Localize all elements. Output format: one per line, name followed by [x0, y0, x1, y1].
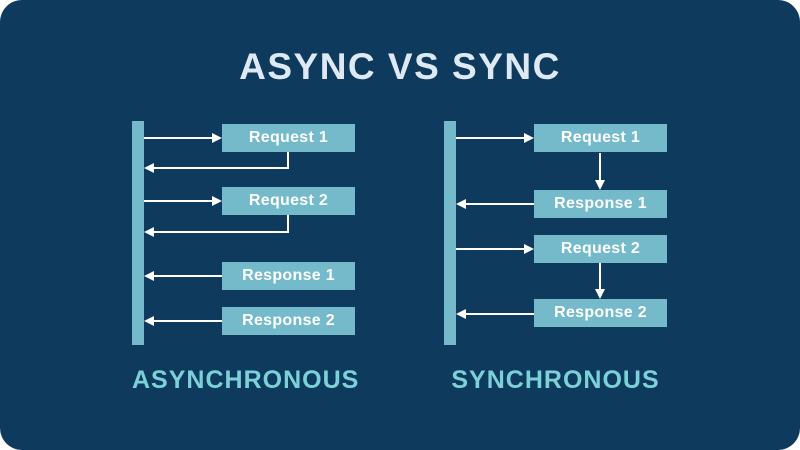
arrow-line: [599, 153, 601, 181]
arrow-line: [287, 215, 289, 232]
sync-box-request-1: Request 1: [534, 124, 667, 152]
arrow-left-icon: [144, 316, 154, 326]
arrow-line: [152, 231, 289, 233]
async-caption: ASYNCHRONOUS: [132, 366, 360, 394]
page-title: ASYNC VS SYNC: [239, 46, 561, 87]
arrow-line: [152, 167, 289, 169]
arrow-left-icon: [144, 163, 154, 173]
arrow-line: [152, 275, 222, 277]
async-box-response-1: Response 1: [222, 262, 355, 290]
arrow-right-icon: [524, 244, 534, 254]
arrow-line: [144, 137, 214, 139]
arrow-left-icon: [456, 309, 466, 319]
arrow-left-icon: [144, 271, 154, 281]
arrow-right-icon: [212, 196, 222, 206]
arrow-right-icon: [524, 133, 534, 143]
arrow-line: [456, 248, 526, 250]
sync-timeline-bar: [444, 121, 456, 345]
arrow-left-icon: [144, 227, 154, 237]
arrow-left-icon: [456, 199, 466, 209]
arrow-line: [464, 313, 534, 315]
arrow-line: [287, 152, 289, 169]
arrow-line: [152, 320, 222, 322]
sync-caption: SYNCHRONOUS: [451, 366, 660, 394]
arrow-down-icon: [595, 180, 605, 190]
arrow-line: [599, 263, 601, 290]
arrow-line: [456, 137, 526, 139]
sync-box-response-1: Response 1: [534, 190, 667, 218]
async-box-request-1: Request 1: [222, 124, 355, 152]
sync-box-request-2: Request 2: [534, 235, 667, 263]
arrow-right-icon: [212, 133, 222, 143]
async-box-request-2: Request 2: [222, 187, 355, 215]
arrow-down-icon: [595, 289, 605, 299]
arrow-line: [464, 203, 534, 205]
sync-box-response-2: Response 2: [534, 299, 667, 327]
async-timeline-bar: [132, 121, 144, 345]
async-box-response-2: Response 2: [222, 307, 355, 335]
arrow-line: [144, 200, 214, 202]
